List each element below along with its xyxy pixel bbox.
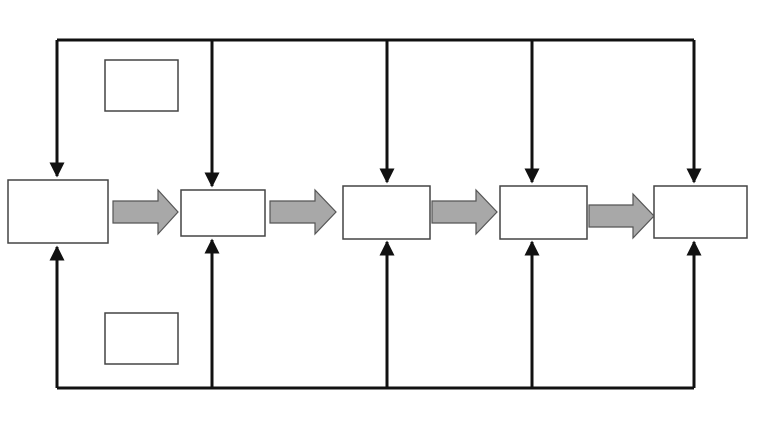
stage-box-4-rect bbox=[499, 185, 588, 240]
stage-box-4 bbox=[499, 185, 588, 240]
stage-box-2 bbox=[180, 189, 266, 237]
stage-box-5 bbox=[653, 185, 748, 239]
top-feedback-bus bbox=[49, 38, 702, 188]
stage-box-3 bbox=[342, 185, 431, 240]
stage-box-2-rect bbox=[180, 189, 266, 237]
top-side-box bbox=[104, 59, 179, 112]
bottom-feedback-bus bbox=[49, 238, 702, 390]
stage-box-5-rect bbox=[653, 185, 748, 239]
flow-arrow-3-to-4 bbox=[431, 188, 498, 236]
flow-arrows bbox=[112, 188, 655, 240]
top-side-box-rect bbox=[104, 59, 179, 112]
bottom-side-box bbox=[104, 312, 179, 365]
stage-box-1 bbox=[7, 179, 109, 244]
flow-arrow-4-to-5 bbox=[588, 192, 655, 240]
stage-box-3-rect bbox=[342, 185, 431, 240]
flow-arrow-1-to-2 bbox=[112, 188, 179, 236]
stage-box-1-rect bbox=[7, 179, 109, 244]
bottom-side-box-rect bbox=[104, 312, 179, 365]
flow-arrow-2-to-3 bbox=[269, 188, 337, 236]
